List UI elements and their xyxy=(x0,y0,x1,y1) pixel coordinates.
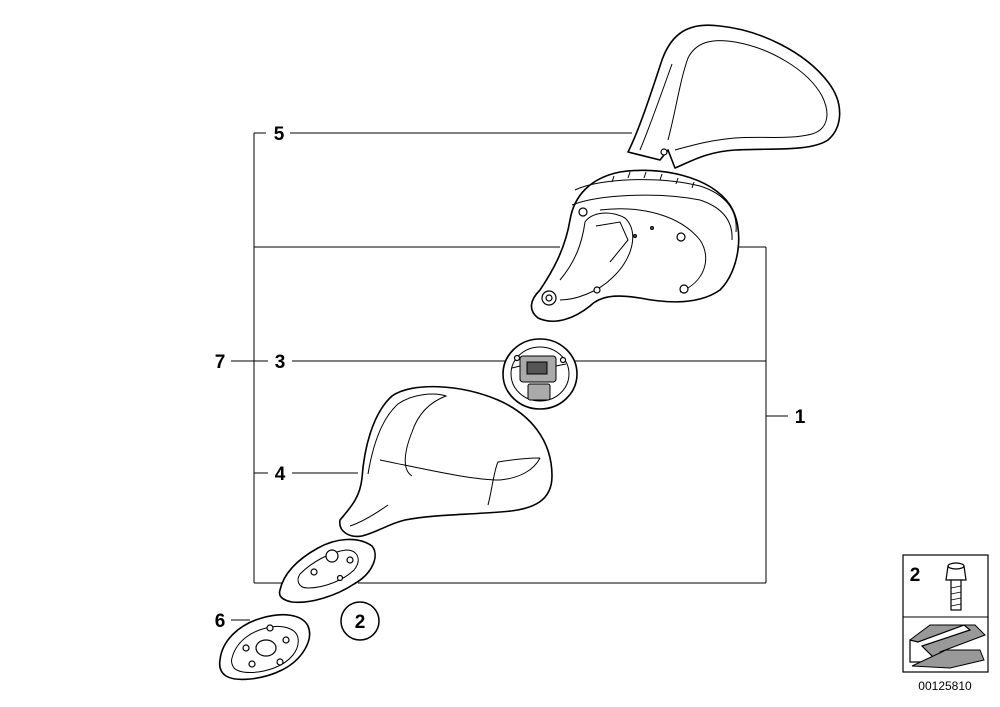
callout-4: 4 xyxy=(275,464,286,485)
circled-callout-label: 2 xyxy=(355,612,366,633)
callout-1: 1 xyxy=(795,407,806,428)
bracket-lines xyxy=(231,132,788,621)
callout-7: 7 xyxy=(215,352,226,373)
callout-5: 5 xyxy=(274,124,285,145)
legend-box: 2 xyxy=(902,554,989,673)
drive-motor-part xyxy=(502,338,578,410)
direction-arrow-icon xyxy=(909,624,986,669)
callout-3: 3 xyxy=(275,352,286,373)
mirror-housing-part xyxy=(530,169,740,322)
mirror-base-gasket-part xyxy=(278,538,376,604)
bolt-icon xyxy=(945,562,967,611)
document-number: 00125810 xyxy=(918,679,972,693)
mirror-cap-part xyxy=(339,385,553,538)
legend-part-number: 2 xyxy=(910,565,921,586)
callout-6: 6 xyxy=(215,611,226,632)
mirror-glass-part xyxy=(627,24,841,169)
base-plate-part xyxy=(218,613,311,681)
circled-callout-2: 2 xyxy=(340,601,380,641)
